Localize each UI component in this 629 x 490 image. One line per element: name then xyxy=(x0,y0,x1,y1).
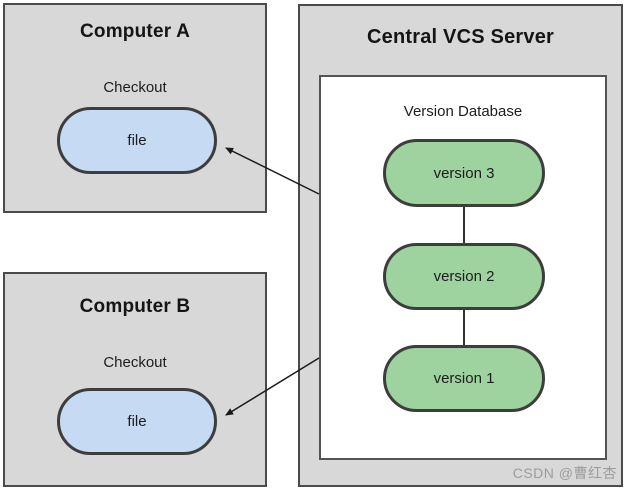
version-1-label: version 1 xyxy=(433,370,495,387)
version-1-node: version 1 xyxy=(383,345,545,412)
version-database-box: Version Database version 3 version 2 ver… xyxy=(319,75,607,460)
version-database-title: Version Database xyxy=(403,103,523,120)
version-2-node: version 2 xyxy=(383,243,545,310)
computer-b-file-label: file xyxy=(127,413,147,430)
computer-b-title: Computer B xyxy=(79,296,191,317)
version-3-to-2-connector xyxy=(463,205,465,245)
computer-a-box: Computer A Checkout file xyxy=(3,3,267,213)
watermark-text: CSDN @曹红杏 xyxy=(512,465,617,481)
computer-a-title: Computer A xyxy=(79,21,191,42)
version-3-node: version 3 xyxy=(383,139,545,207)
central-vcs-server-title: Central VCS Server xyxy=(366,26,555,48)
version-2-label: version 2 xyxy=(433,268,495,285)
central-vcs-server-box: Central VCS Server Version Database vers… xyxy=(298,4,623,487)
computer-b-checkout-label: Checkout xyxy=(103,354,167,371)
computer-a-checkout-label: Checkout xyxy=(103,79,167,96)
computer-b-box: Computer B Checkout file xyxy=(3,272,267,487)
computer-a-file-node: file xyxy=(57,107,217,174)
computer-a-file-label: file xyxy=(127,132,147,149)
computer-b-file-node: file xyxy=(57,388,217,455)
version-3-label: version 3 xyxy=(433,164,495,182)
version-2-to-1-connector xyxy=(463,308,465,347)
